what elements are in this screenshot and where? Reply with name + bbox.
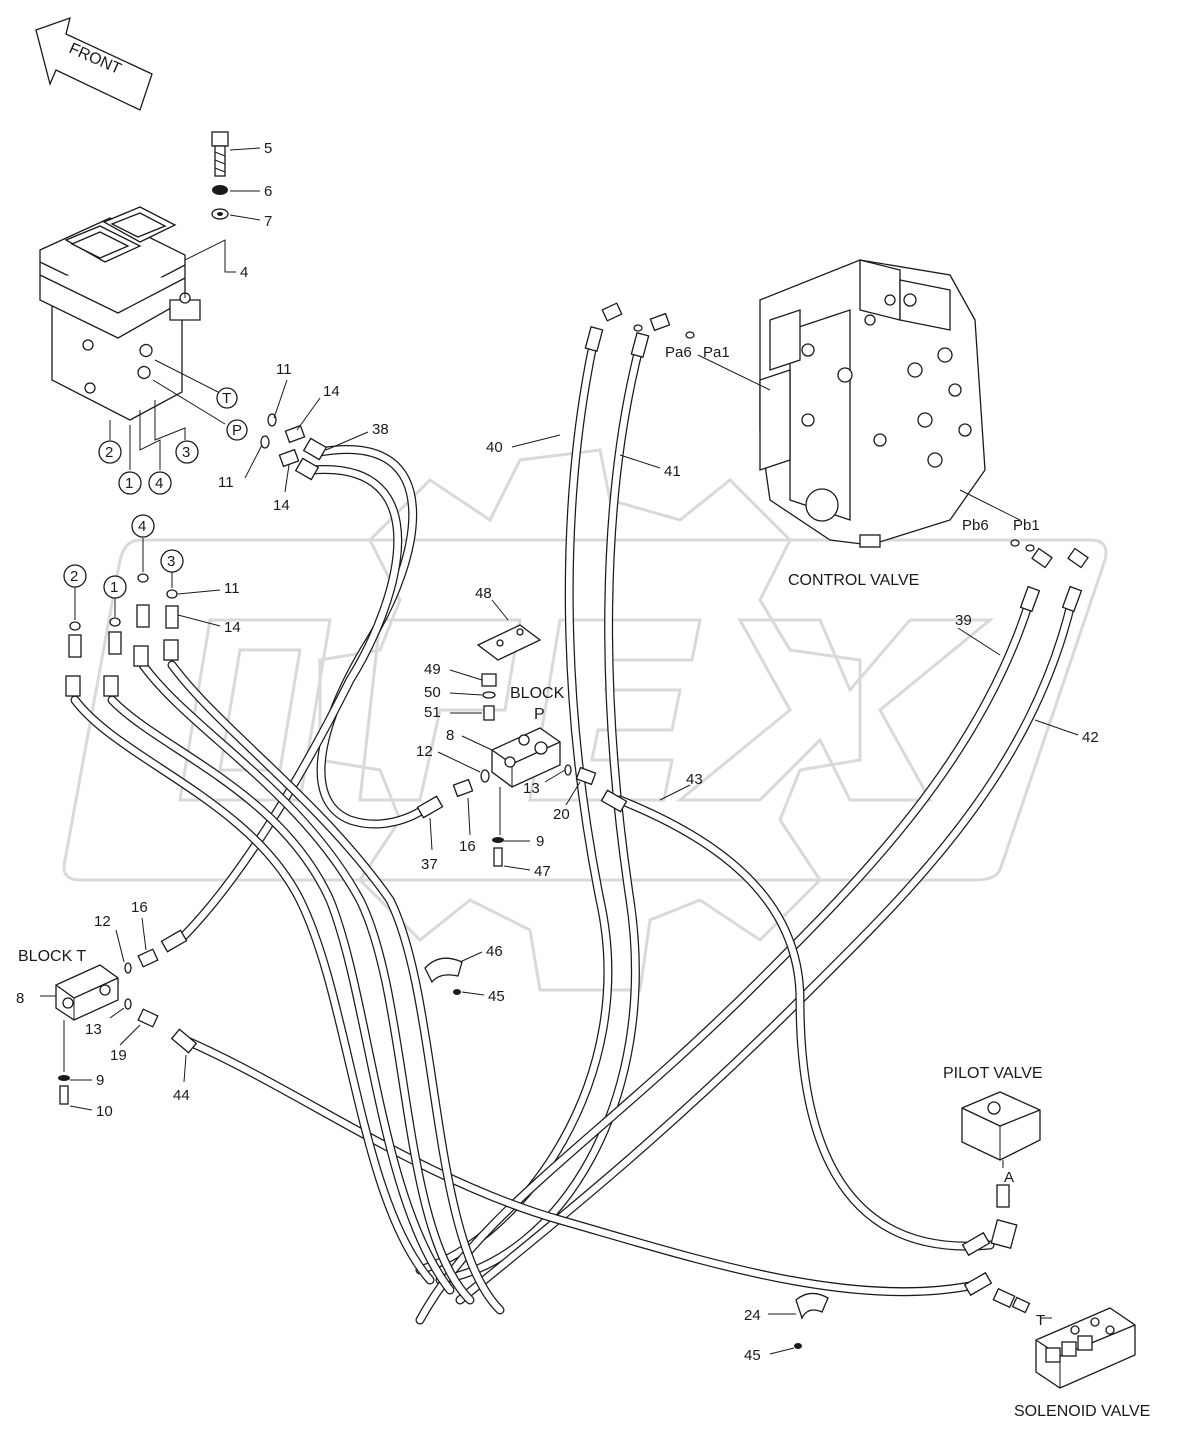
fitting-stack-icon xyxy=(58,948,159,1105)
port-4-marker: 4 xyxy=(131,514,155,538)
part-number: 13 xyxy=(523,780,540,797)
hydraulic-hoses xyxy=(70,335,1077,1325)
hose-fitting-icon xyxy=(65,326,1083,1297)
part-number: 12 xyxy=(94,913,111,930)
part-number: 37 xyxy=(421,856,438,873)
port-label-a: A xyxy=(1004,1169,1014,1186)
port-2-marker: 2 xyxy=(63,564,87,588)
part-number: 11 xyxy=(218,474,234,491)
svg-text:3: 3 xyxy=(182,444,190,461)
port-label-pb6: Pb6 xyxy=(962,517,989,534)
control-valve-label: CONTROL VALVE xyxy=(788,572,919,589)
block-p-icon xyxy=(476,624,561,788)
svg-text:4: 4 xyxy=(155,475,163,492)
port-2-marker: 2 xyxy=(98,440,122,464)
part-number: 12 xyxy=(416,743,433,760)
port-label-t: T xyxy=(1036,1312,1045,1329)
foot-pilot-valve-assembly xyxy=(39,206,201,421)
part-number: 47 xyxy=(534,863,551,880)
washer-icon xyxy=(212,185,228,195)
pilot-valve-label: PILOT VALVE xyxy=(943,1065,1043,1082)
port-3-marker: 3 xyxy=(160,549,184,573)
port-t-marker: T xyxy=(216,387,238,409)
part-number: 10 xyxy=(96,1103,113,1120)
part-number: 45 xyxy=(488,988,505,1005)
part-number: 43 xyxy=(686,771,703,788)
svg-text:1: 1 xyxy=(110,579,118,596)
svg-text:3: 3 xyxy=(167,553,175,570)
solenoid-valve-icon xyxy=(992,1287,1136,1389)
pilot-valve-icon xyxy=(961,1091,1041,1249)
part-number: 49 xyxy=(424,661,441,678)
part-number: 14 xyxy=(323,383,340,400)
part-number: 41 xyxy=(664,463,681,480)
part-number: 11 xyxy=(276,361,292,378)
part-number: 51 xyxy=(424,704,441,721)
block-t-label: BLOCK T xyxy=(18,948,86,965)
svg-text:2: 2 xyxy=(105,444,113,461)
o-ring-icon xyxy=(260,435,270,449)
control-valve-icon xyxy=(759,259,986,548)
svg-text:2: 2 xyxy=(70,568,78,585)
part-number: 38 xyxy=(372,421,389,438)
svg-text:P: P xyxy=(232,422,242,439)
part-number: 50 xyxy=(424,684,441,701)
part-number: 16 xyxy=(131,899,148,916)
fitting-stack-icon xyxy=(452,673,597,867)
part-number: 48 xyxy=(475,585,492,602)
elbow-fitting-icon xyxy=(601,302,1089,569)
part-number: 19 xyxy=(110,1047,127,1064)
port-4-marker: 4 xyxy=(148,471,172,495)
part-number: 16 xyxy=(459,838,476,855)
clamp-icon xyxy=(794,1292,829,1349)
adapter-fitting-icon xyxy=(278,424,306,468)
clamp-icon xyxy=(424,957,463,995)
port-1-marker: 1 xyxy=(103,575,127,599)
svg-text:1: 1 xyxy=(125,475,133,492)
part-number: 13 xyxy=(85,1021,102,1038)
port-label-pa6: Pa6 xyxy=(665,344,692,361)
part-number: 42 xyxy=(1082,729,1099,746)
front-arrow-icon: FRONT xyxy=(35,16,153,111)
part-number: 46 xyxy=(486,943,503,960)
part-number: 14 xyxy=(224,619,241,636)
port-1-marker: 1 xyxy=(118,471,142,495)
part-number: 8 xyxy=(16,990,24,1007)
port-label-pb1: Pb1 xyxy=(1013,517,1040,534)
part-number: 9 xyxy=(96,1072,104,1089)
block-t-icon xyxy=(55,964,119,1021)
part-number: 24 xyxy=(744,1307,761,1324)
port-p-marker: P xyxy=(226,419,248,441)
part-number: 20 xyxy=(553,806,570,823)
part-number: 14 xyxy=(273,497,290,514)
part-number: 44 xyxy=(173,1087,190,1104)
part-number: 39 xyxy=(955,612,972,629)
part-number: 5 xyxy=(264,140,272,157)
part-number: 4 xyxy=(240,264,248,281)
block-p-label: BLOCK xyxy=(510,685,565,702)
svg-text:T: T xyxy=(222,390,231,407)
connector-fitting-icon xyxy=(68,573,179,658)
part-number: 7 xyxy=(264,213,272,230)
bolt-icon xyxy=(211,131,229,177)
block-p-label-port: P xyxy=(534,706,545,723)
part-number: 45 xyxy=(744,1347,761,1364)
part-number: 8 xyxy=(446,727,454,744)
part-number: 11 xyxy=(224,580,240,597)
part-number: 6 xyxy=(264,183,272,200)
port-label-pa1: Pa1 xyxy=(703,344,730,361)
part-number: 9 xyxy=(536,833,544,850)
port-3-marker: 3 xyxy=(175,440,199,464)
svg-text:4: 4 xyxy=(138,518,146,535)
solenoid-valve-label: SOLENOID VALVE xyxy=(1014,1403,1150,1420)
part-number: 40 xyxy=(486,439,503,456)
